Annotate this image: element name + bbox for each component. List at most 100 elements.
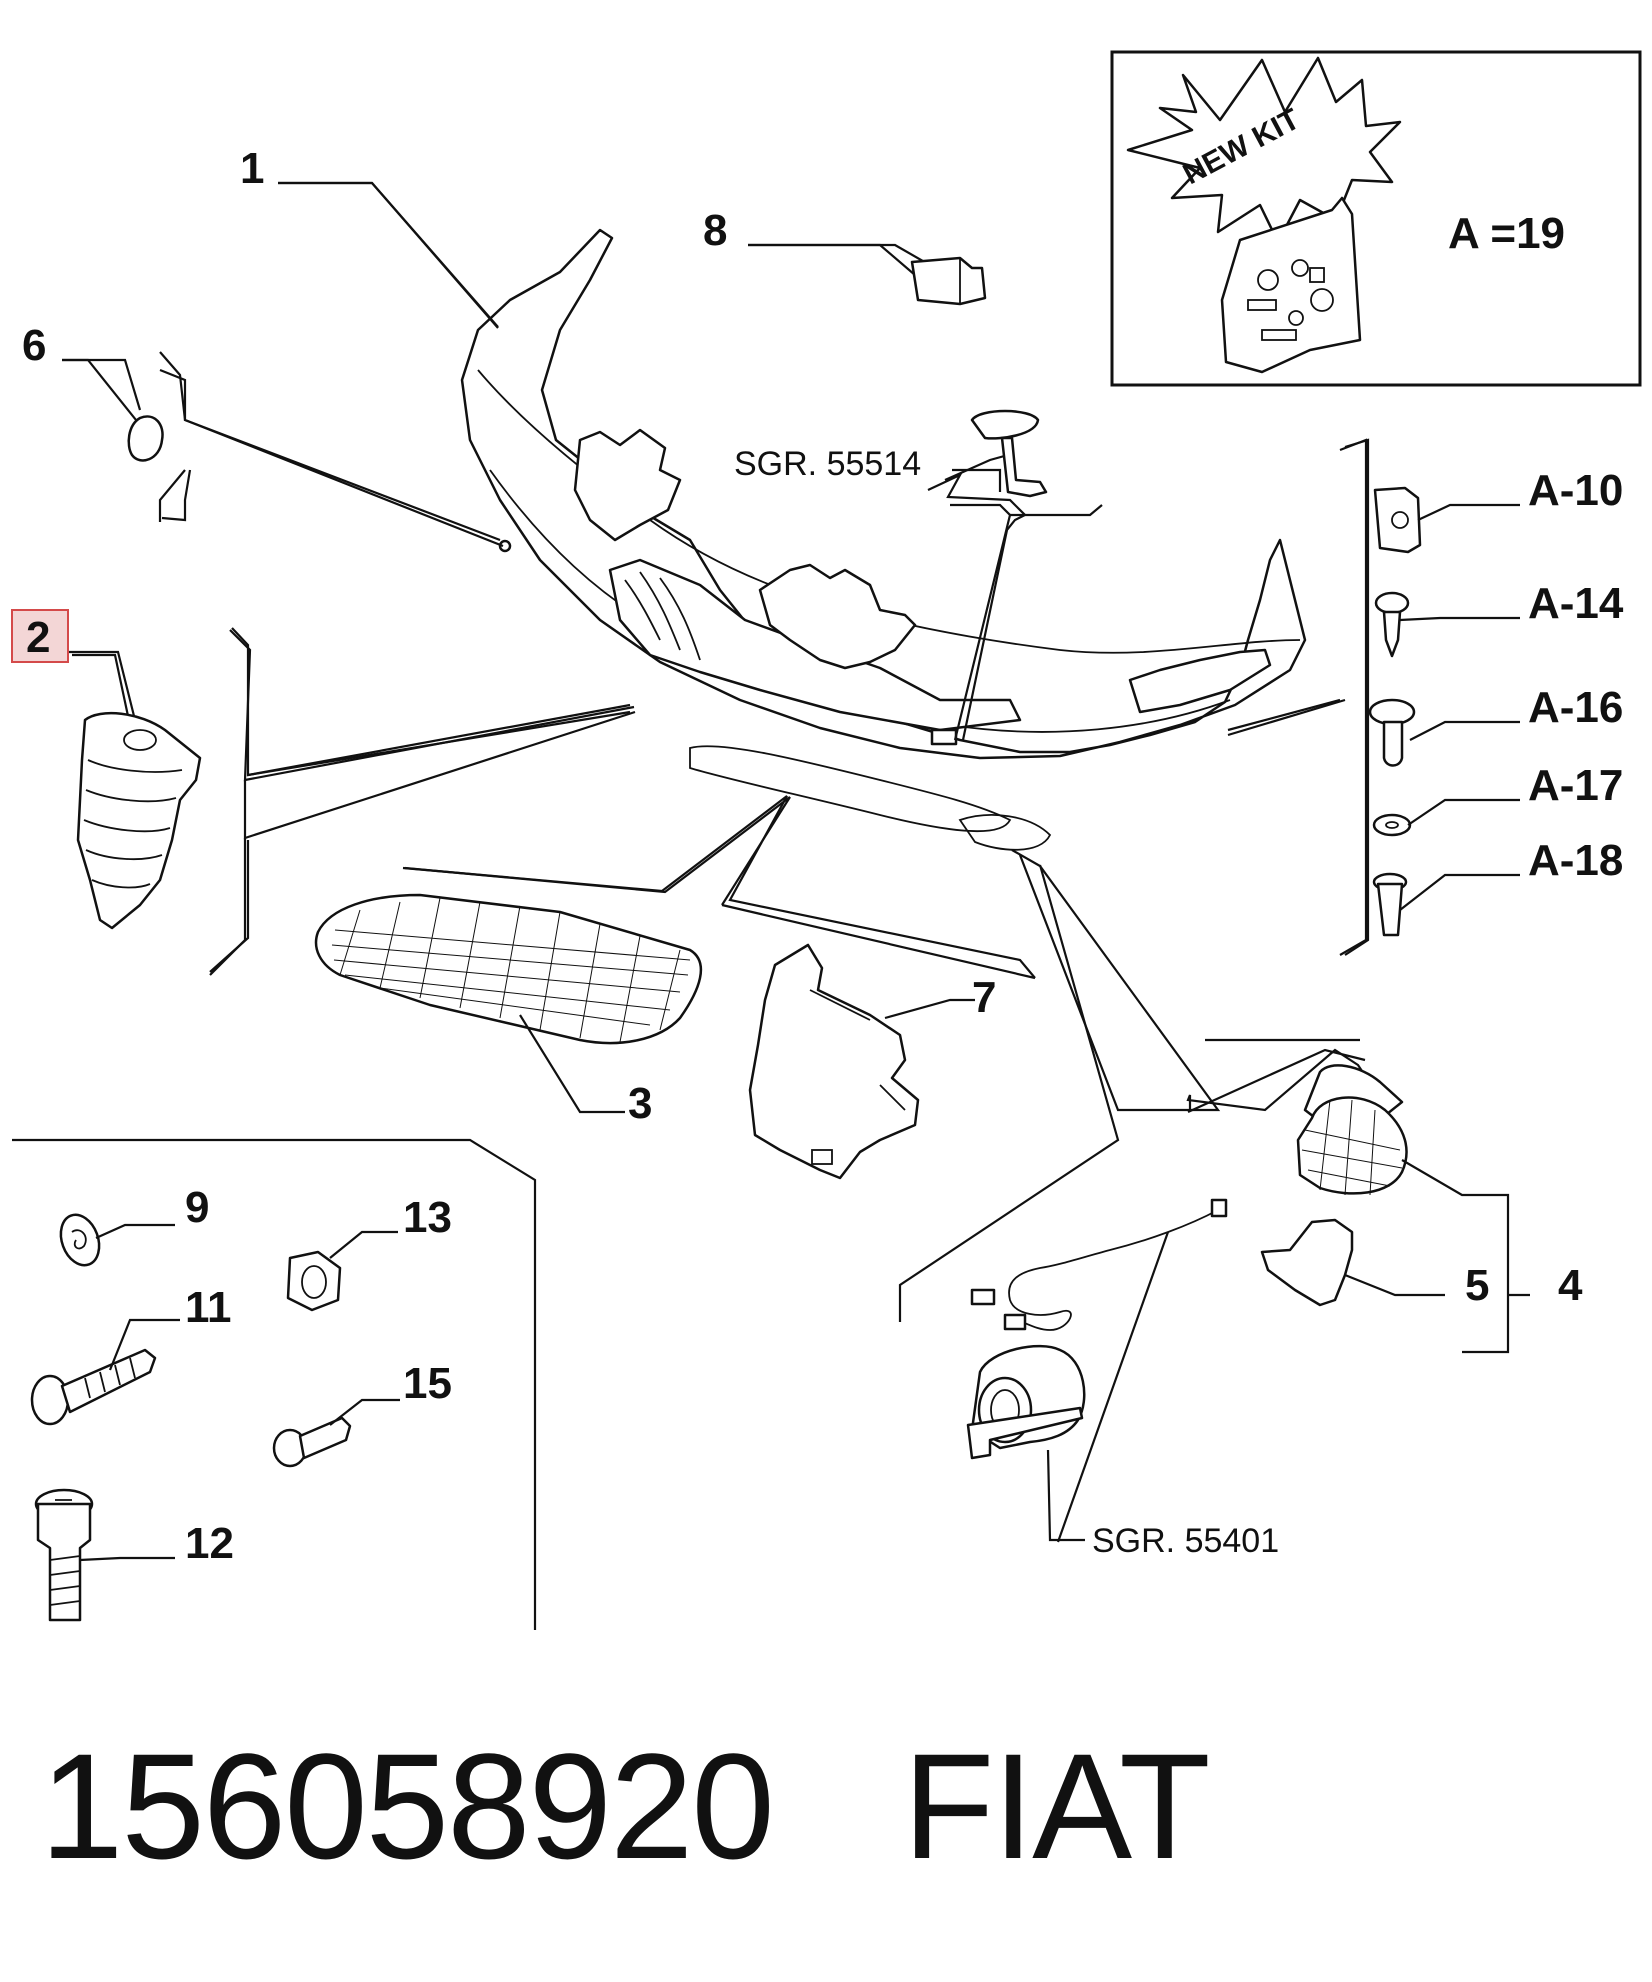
headlamp-washer-stem-icon (1000, 436, 1048, 498)
part-13-nut-icon (286, 1250, 342, 1312)
callout-1: 1 (240, 144, 264, 193)
part-2-to-bumper-leader-upper (231, 627, 631, 777)
callout-9-leader (95, 1223, 175, 1240)
callout-a17: A-17 (1528, 761, 1623, 810)
part-number-footer: 156058920 FIAT (40, 1720, 1211, 1893)
callout-a10: A-10 (1528, 466, 1623, 515)
lower-intake-opening (689, 745, 1012, 833)
part-11-threads (84, 1357, 136, 1399)
fog-lamp-connector-left (970, 1288, 996, 1306)
callout-a16: A-16 (1528, 683, 1623, 732)
part-a17-washer-icon (1372, 813, 1412, 837)
part-2-louvers (83, 729, 183, 889)
front-bumper-assembly (460, 228, 1307, 851)
washer-nozzle-hole (498, 539, 512, 553)
callout-6: 6 (22, 321, 46, 370)
center-mounting-bracket (758, 563, 917, 670)
callout-13-leader (329, 1230, 398, 1259)
part-number: 156058920 (40, 1722, 775, 1890)
callout-11: 11 (185, 1283, 232, 1332)
callout-a18: A-18 (1528, 836, 1623, 885)
callout-12: 12 (185, 1519, 234, 1568)
part-7-panel-details (809, 989, 906, 1165)
sgr-55514-leader (952, 468, 1002, 492)
callout-9: 9 (185, 1183, 209, 1232)
part-11-screw-head-icon (30, 1374, 70, 1426)
right-mounting-bracket (1128, 648, 1272, 714)
callout-7: 7 (972, 973, 996, 1022)
hardware-bracket (1344, 438, 1370, 956)
part-8-clip-icon (910, 256, 987, 306)
sgr-55514-bracket (1010, 504, 1103, 517)
headlamp-washer-icon (970, 409, 1040, 440)
part-12-bolt-body-icon (36, 1502, 92, 1622)
hardware-to-bumper-leader (1227, 698, 1346, 737)
part-11-screw-shank-icon (60, 1348, 157, 1414)
callout-4-bracket (1401, 1159, 1510, 1354)
sgr-55514-reference: SGR. 55514 (734, 445, 921, 483)
callout-a17-leader (1407, 798, 1520, 826)
part-2-side-grille-insert-icon (76, 711, 202, 930)
part-4-to-bumper-leader (1187, 1048, 1366, 1114)
fog-lamp-wire-harness-icon (1008, 1209, 1219, 1331)
part-a10-hole (1391, 511, 1409, 529)
part-3-to-bumper-leader-lower (721, 903, 1036, 980)
sgr-55514-to-bumper-leader (950, 503, 1012, 741)
fog-lamp-mount-icon (966, 1406, 1084, 1460)
left-mounting-bracket (573, 428, 682, 542)
callout-a14-leader (1399, 616, 1520, 622)
part-a14-screw-head-icon (1374, 591, 1410, 615)
callout-a18-leader (1399, 873, 1520, 911)
part-15-screw-shank-icon (298, 1416, 352, 1460)
callout-8-leader (748, 243, 916, 276)
grille-bars (624, 571, 701, 661)
part-3-leader-join (721, 796, 791, 906)
callout-5-leader (1344, 1273, 1445, 1297)
bumper-tab (930, 728, 958, 746)
callout-a14: A-14 (1528, 579, 1624, 628)
callout-2: 2 (26, 613, 50, 662)
part-4-fog-lamp-grille-icon (1296, 1096, 1408, 1195)
part-6-bracket-bottom (161, 469, 192, 522)
sgr-55401-lower-leader (1056, 1231, 1170, 1543)
callout-15: 15 (403, 1359, 452, 1408)
part-9-clip-detail (71, 1229, 87, 1250)
part-13-nut-hole (301, 1265, 327, 1299)
callout-5: 5 (1465, 1261, 1489, 1310)
sgr-55401-reference: SGR. 55401 (1092, 1522, 1279, 1560)
part-a17-washer-hole (1385, 821, 1399, 829)
kit-quantity-label: A =19 (1448, 209, 1565, 258)
part-4-mesh-pattern (1301, 1099, 1403, 1196)
new-kit-box: NEW KIT A =19 (1110, 50, 1642, 387)
kit-bag-icon (1220, 196, 1362, 374)
part-a14-screw-shank-icon (1382, 610, 1402, 658)
fog-lamp-connector-bottom (1003, 1313, 1027, 1331)
part-a18-grommet-body-icon (1376, 882, 1404, 937)
part-7-air-deflector-icon (748, 943, 920, 1180)
callout-a16-leader (1409, 720, 1520, 741)
callout-3-leader (519, 1014, 625, 1114)
sgr-55401-leader (1046, 1449, 1085, 1542)
callout-15-leader (329, 1398, 400, 1426)
part-a16-push-rivet-head-icon (1368, 698, 1416, 726)
center-grille-frame (608, 558, 1022, 732)
part-12-threads (49, 1499, 81, 1606)
callout-7-leader (884, 998, 975, 1020)
callout-12-leader (79, 1556, 175, 1562)
callout-2-leader (72, 653, 130, 717)
callout-4: 4 (1558, 1261, 1583, 1310)
part-2-to-bumper-leader-lower (247, 710, 631, 777)
kit-bag-contents-icon (1247, 259, 1334, 341)
brand-name: FIAT (902, 1722, 1211, 1890)
fog-lamp-opening (958, 814, 1052, 851)
part-2-bracket-bottom (209, 840, 250, 973)
callout-8: 8 (703, 206, 727, 255)
part-6-to-bumper-leader (159, 368, 501, 542)
fastener-panel-border (12, 1138, 537, 1630)
callout-1-leader (278, 181, 499, 329)
callout-a10-leader (1417, 503, 1520, 521)
callout-6-leader (62, 358, 141, 426)
part-a16-push-rivet-body-icon (1382, 720, 1404, 767)
